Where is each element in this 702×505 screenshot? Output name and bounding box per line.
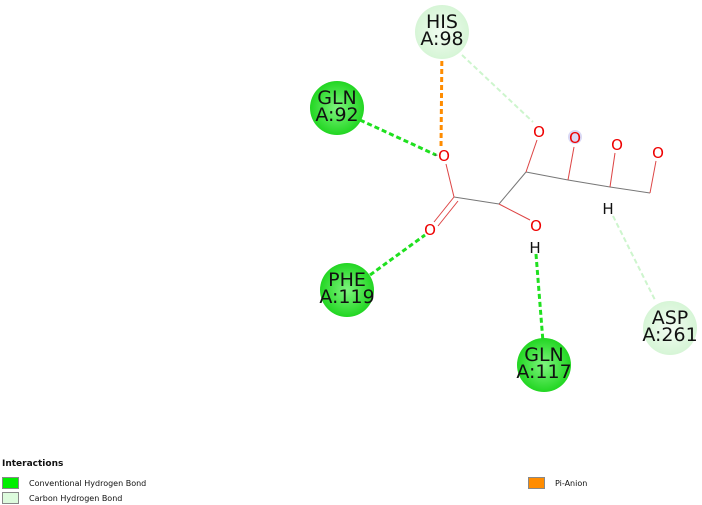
pi-anion-line bbox=[439, 44, 444, 149]
svg-text:ASP: ASP bbox=[652, 307, 689, 329]
hbond-line bbox=[369, 233, 426, 277]
svg-text:PHE: PHE bbox=[328, 269, 366, 291]
legend-label: Conventional Hydrogen Bond bbox=[29, 478, 147, 488]
charge-label: - bbox=[434, 150, 438, 161]
svg-text:A:119: A:119 bbox=[319, 286, 374, 308]
atom-o: O bbox=[530, 217, 542, 235]
legend-title: Interactions bbox=[2, 459, 64, 469]
atom-o: O bbox=[569, 129, 581, 147]
hbond-line bbox=[534, 253, 545, 343]
svg-text:A:261: A:261 bbox=[642, 324, 697, 346]
legend-item-carbon-hbond: Carbon Hydrogen Bond bbox=[2, 492, 122, 504]
atom-o-charged: O bbox=[438, 147, 450, 165]
svg-text:A:92: A:92 bbox=[315, 104, 358, 126]
atom-h: H bbox=[602, 200, 613, 218]
ligand-bonds bbox=[433, 139, 657, 227]
legend-swatch bbox=[528, 477, 545, 489]
atom-o: O bbox=[533, 123, 545, 141]
legend-swatch bbox=[2, 492, 19, 504]
legend-swatch bbox=[2, 477, 19, 489]
atom-o: O bbox=[652, 144, 664, 162]
atom-h: H bbox=[529, 239, 540, 257]
svg-text:GLN: GLN bbox=[317, 87, 357, 109]
highlight-atom bbox=[568, 130, 582, 144]
carbon-hbond-line bbox=[461, 54, 534, 123]
svg-text:A:117: A:117 bbox=[516, 361, 571, 383]
atom-o: O bbox=[611, 136, 623, 154]
legend-label: Pi-Anion bbox=[555, 478, 588, 488]
svg-text:GLN: GLN bbox=[524, 344, 564, 366]
hbond-line bbox=[359, 118, 437, 157]
legend-item-pi-anion: Pi-Anion bbox=[528, 477, 587, 489]
carbon-hbond-line bbox=[612, 215, 656, 301]
legend-label: Carbon Hydrogen Bond bbox=[29, 493, 123, 503]
svg-text:HIS: HIS bbox=[426, 11, 458, 33]
atom-o: O bbox=[424, 221, 436, 239]
svg-text:A:98: A:98 bbox=[420, 28, 463, 50]
legend-item-conventional-hbond: Conventional Hydrogen Bond bbox=[2, 477, 146, 489]
